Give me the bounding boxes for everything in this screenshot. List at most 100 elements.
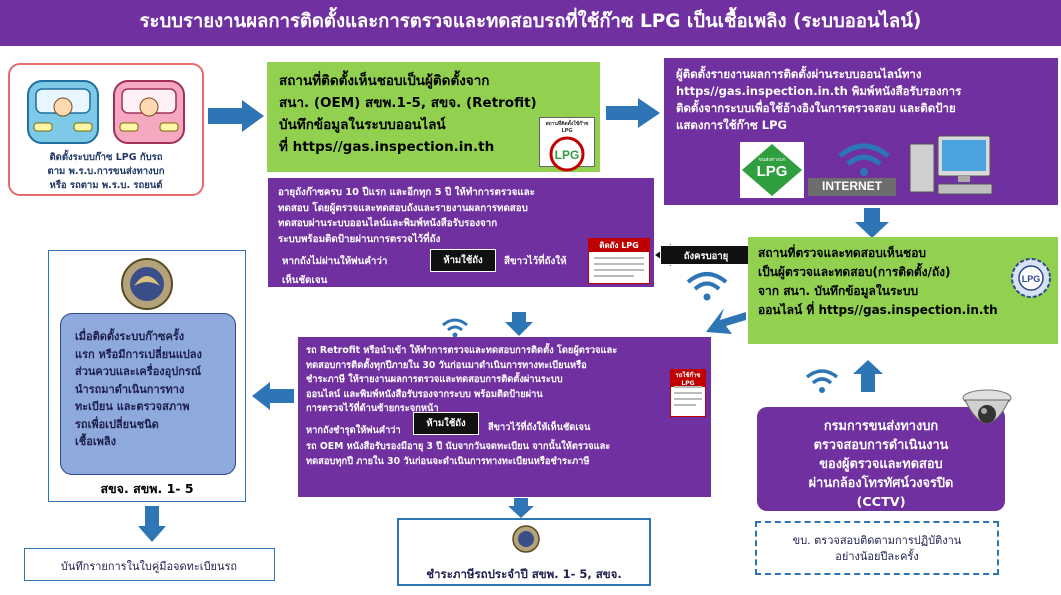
dlt-line: นำรถมาดำเนินการทาง: [75, 382, 185, 396]
cctv-text: กรมการขนส่งทางบก ตรวจสอบการดำเนินงาน ของ…: [757, 417, 1005, 512]
online-line: https//gas.inspection.in.th พิมพ์หนังสือ…: [676, 84, 962, 98]
installer-badge-title: สถานที่ติดตั้งใช้ก๊าซ LPG: [545, 121, 589, 134]
tank-fail-prefix: หากถังไม่ผ่านให้พ่นคำว่า: [282, 256, 388, 267]
retrofit-card-title: รถใช้ก๊าซ LPG: [671, 370, 705, 387]
dlt-line: ส่วนควบและเครื่องอุปกรณ์: [75, 365, 202, 378]
wifi-icon: [805, 369, 839, 393]
cctv-line: กรมการขนส่งทางบก: [823, 419, 939, 434]
tank-line: ทดสอบผ่านระบบออนไลน์และพิมพ์หนังสือรับรอ…: [278, 218, 498, 229]
online-line: ผู้ติดตั้งรายงานผลการติดตั้งผ่านระบบออนไ…: [676, 67, 922, 81]
arrow-down-icon: [855, 208, 889, 238]
installer-text: สถานที่ติดตั้งเห็นชอบเป็นผู้ติดตั้งจาก ส…: [279, 70, 539, 158]
inspection-station-box: สถานที่ตรวจและทดสอบเห็นชอบ เป็นผู้ตรวจแล…: [748, 237, 1058, 344]
registration-record-box: บันทึกรายการในใบคู่มือจดทะเบียนรถ: [24, 548, 275, 581]
gear-lpg-icon: LPG: [1011, 258, 1051, 298]
station-badge-text: LPG: [1022, 274, 1041, 284]
lpg-sign-icon: ขนส่งทางบก LPG: [742, 144, 802, 196]
retrofit-line: การตรวจไว้ที่ด้านซ้ายกระจกหน้า: [306, 403, 439, 415]
registration-record-text: บันทึกรายการในใบคู่มือจดทะเบียนรถ: [60, 560, 238, 573]
dlt-emblem-icon: [121, 258, 173, 310]
lpg-sign-text: LPG: [757, 163, 788, 180]
installer-line: บันทึกข้อมูลในระบบออนไลน์: [279, 117, 446, 133]
tank-line: ทดสอบ โดยผู้ตรวจและทดสอบถังและรายงานผลกา…: [278, 202, 528, 214]
retrofit-line: ชำระภาษี ให้รายงานผลการตรวจและทดสอบการติ…: [306, 374, 563, 386]
online-line: แสดงการใช้ก๊าซ LPG: [676, 118, 787, 132]
retrofit-lpg-card: รถใช้ก๊าซ LPG: [670, 369, 706, 417]
arrow-down-icon: [138, 506, 166, 542]
monitor-line: ขบ. ตรวจสอบติดตามการปฏิบัติงาน: [792, 534, 962, 547]
cctv-monitor-box: กรมการขนส่งทางบก ตรวจสอบการดำเนินงาน ของ…: [757, 407, 1005, 511]
installer-line: สถานที่ติดตั้งเห็นชอบเป็นผู้ติดตั้งจาก: [279, 73, 490, 89]
retrofit-oem-text: รถ OEM หนังสือรับรองมีอายุ 3 ปี นับจากวั…: [306, 440, 706, 469]
cctv-line: ตรวจสอบการดำเนินงาน: [813, 438, 949, 453]
retrofit-fail-prefix: หากถังชำรุดให้พ่นคำว่า: [306, 425, 401, 436]
header-bar: [0, 0, 1061, 46]
retrofit-line: รถ Retrofit หรือนำเข้า ให้ทำการตรวจและทด…: [306, 345, 618, 356]
arrow-up-icon: [853, 360, 883, 392]
annual-monitor-box: ขบ. ตรวจสอบติดตามการปฏิบัติงาน อย่างน้อย…: [755, 521, 999, 575]
monitor-line: อย่างน้อยปีละครั้ง: [835, 550, 919, 563]
page-title: ระบบรายงานผลการติดตั้งและการตรวจและทดสอบ…: [139, 11, 922, 32]
installer-badge-text: LPG: [555, 148, 580, 162]
computer-icon: [909, 135, 993, 195]
car-install-box: ติดตั้งระบบก๊าซ LPG กับรถ ตาม พ.ร.บ.การข…: [8, 63, 204, 196]
station-line: เป็นผู้ตรวจและทดสอบ(การติดตั้ง/ถัง): [758, 265, 951, 279]
arrow-down-icon: [505, 312, 533, 336]
forbid-tank-badge: ห้ามใช้ถัง: [430, 249, 496, 272]
monitor-text: ขบ. ตรวจสอบติดตามการปฏิบัติงาน อย่างน้อย…: [757, 533, 997, 565]
dlt-footer-label: สขจ. สขพ. 1- 5: [100, 481, 194, 496]
retrofit-fail-suffix: สีขาวไว้ที่ถังให้เห็นชัดเจน: [488, 422, 591, 433]
annual-tax-box: ชำระภาษีรถประจำปี สขพ. 1- 5, สขจ.: [397, 518, 651, 586]
station-line: ออนไลน์ ที่ https//gas.inspection.in.th: [758, 303, 998, 317]
station-line: จาก สนา. บันทึกข้อมูลในระบบ: [758, 284, 919, 298]
retrofit-oem-line: รถ OEM หนังสือรับรองมีอายุ 3 ปี นับจากวั…: [306, 441, 611, 452]
cctv-line: ของผู้ตรวจและทดสอบ: [819, 457, 943, 472]
arrow-left-down-icon: [706, 308, 746, 334]
tank-line: ระบบพร้อมติดป้ายผ่านการตรวจไว้ที่ถัง: [278, 233, 441, 245]
lpg-badge-icon: LPG: [549, 136, 585, 172]
dlt-inner-text: เมื่อติดตั้งระบบก๊าซครั้ง แรก หรือมีการเ…: [75, 328, 225, 451]
installer-box: สถานที่ติดตั้งเห็นชอบเป็นผู้ติดตั้งจาก ส…: [267, 62, 600, 172]
tank-expiry-badge: ถังครบอายุ: [660, 245, 752, 265]
arrow-right-icon: [208, 100, 264, 132]
dlt-line: รถเพื่อเปลี่ยนชนิด: [75, 417, 159, 431]
wifi-icon: [442, 318, 468, 338]
cars-icon: [27, 80, 185, 144]
arrow-left-icon: [252, 382, 294, 410]
car-line: ตาม พ.ร.บ.การขนส่งทางบก: [47, 166, 165, 177]
car-install-text: ติดตั้งระบบก๊าซ LPG กับรถ ตาม พ.ร.บ.การข…: [10, 151, 202, 193]
wifi-icon: [838, 143, 890, 176]
internet-label: INTERNET: [808, 178, 896, 196]
forbid-tank-badge: ห้ามใช้ถัง: [413, 412, 479, 435]
cctv-line: ผ่านกล้องโทรทัศน์วงจรปิด: [808, 476, 954, 491]
wifi-icon: [686, 272, 728, 301]
station-text: สถานที่ตรวจและทดสอบเห็นชอบ เป็นผู้ตรวจแล…: [758, 244, 1008, 320]
car-line: หรือ รถตาม พ.ร.บ. รถยนต์: [49, 180, 163, 191]
cctv-line: (CCTV): [856, 495, 906, 510]
tank-card-title: ติดถัง LPG: [589, 239, 649, 252]
lpg-sign-top-text: ขนส่งทางบก: [758, 157, 785, 163]
retrofit-oem-line: ทดสอบทุกปี ภายใน 30 วันก่อนจะดำเนินการทา…: [306, 455, 590, 467]
arrow-down-icon: [508, 498, 534, 518]
dlt-line: เมื่อติดตั้งระบบก๊าซครั้ง: [75, 330, 185, 343]
annual-tax-text: ชำระภาษีรถประจำปี สขพ. 1- 5, สขจ.: [426, 567, 622, 581]
online-report-box: ผู้ติดตั้งรายงานผลการติดตั้งผ่านระบบออนไ…: [664, 58, 1058, 205]
retrofit-text: รถ Retrofit หรือนำเข้า ให้ทำการตรวจและทด…: [306, 344, 670, 417]
dlt-emblem-icon: [512, 525, 540, 553]
cctv-camera-icon: [962, 389, 1012, 424]
retrofit-line: ออนไลน์ และพิมพ์หนังสือรับรองจากระบบ พร้…: [306, 388, 543, 400]
tank-lpg-card: ติดถัง LPG: [588, 238, 650, 284]
installer-lpg-badge: สถานที่ติดตั้งใช้ก๊าซ LPG LPG: [539, 117, 595, 172]
dlt-inner-box: เมื่อติดตั้งระบบก๊าซครั้ง แรก หรือมีการเ…: [60, 313, 236, 475]
tank-fail-end: เห็นชัดเจน: [282, 275, 328, 286]
tank-line: อายุถังก๊าซครบ 10 ปีแรก และอีกทุก 5 ปี ใ…: [278, 187, 535, 198]
retrofit-inspection-box: รถ Retrofit หรือนำเข้า ให้ทำการตรวจและทด…: [298, 337, 711, 497]
dlt-line: ทะเบียน และตรวจสภาพ: [75, 400, 190, 413]
installer-line: สนา. (OEM) สขพ.1-5, สขจ. (Retrofit): [279, 95, 537, 111]
station-line: สถานที่ตรวจและทดสอบเห็นชอบ: [758, 246, 927, 260]
car-line: ติดตั้งระบบก๊าซ LPG กับรถ: [49, 152, 163, 163]
dlt-line: เชื้อเพลิง: [75, 435, 116, 448]
lpg-sign: ขนส่งทางบก LPG: [740, 142, 804, 198]
arrow-right-icon: [606, 98, 660, 128]
tank-fail-suffix: สีขาวไว้ที่ถังให้: [504, 256, 567, 267]
